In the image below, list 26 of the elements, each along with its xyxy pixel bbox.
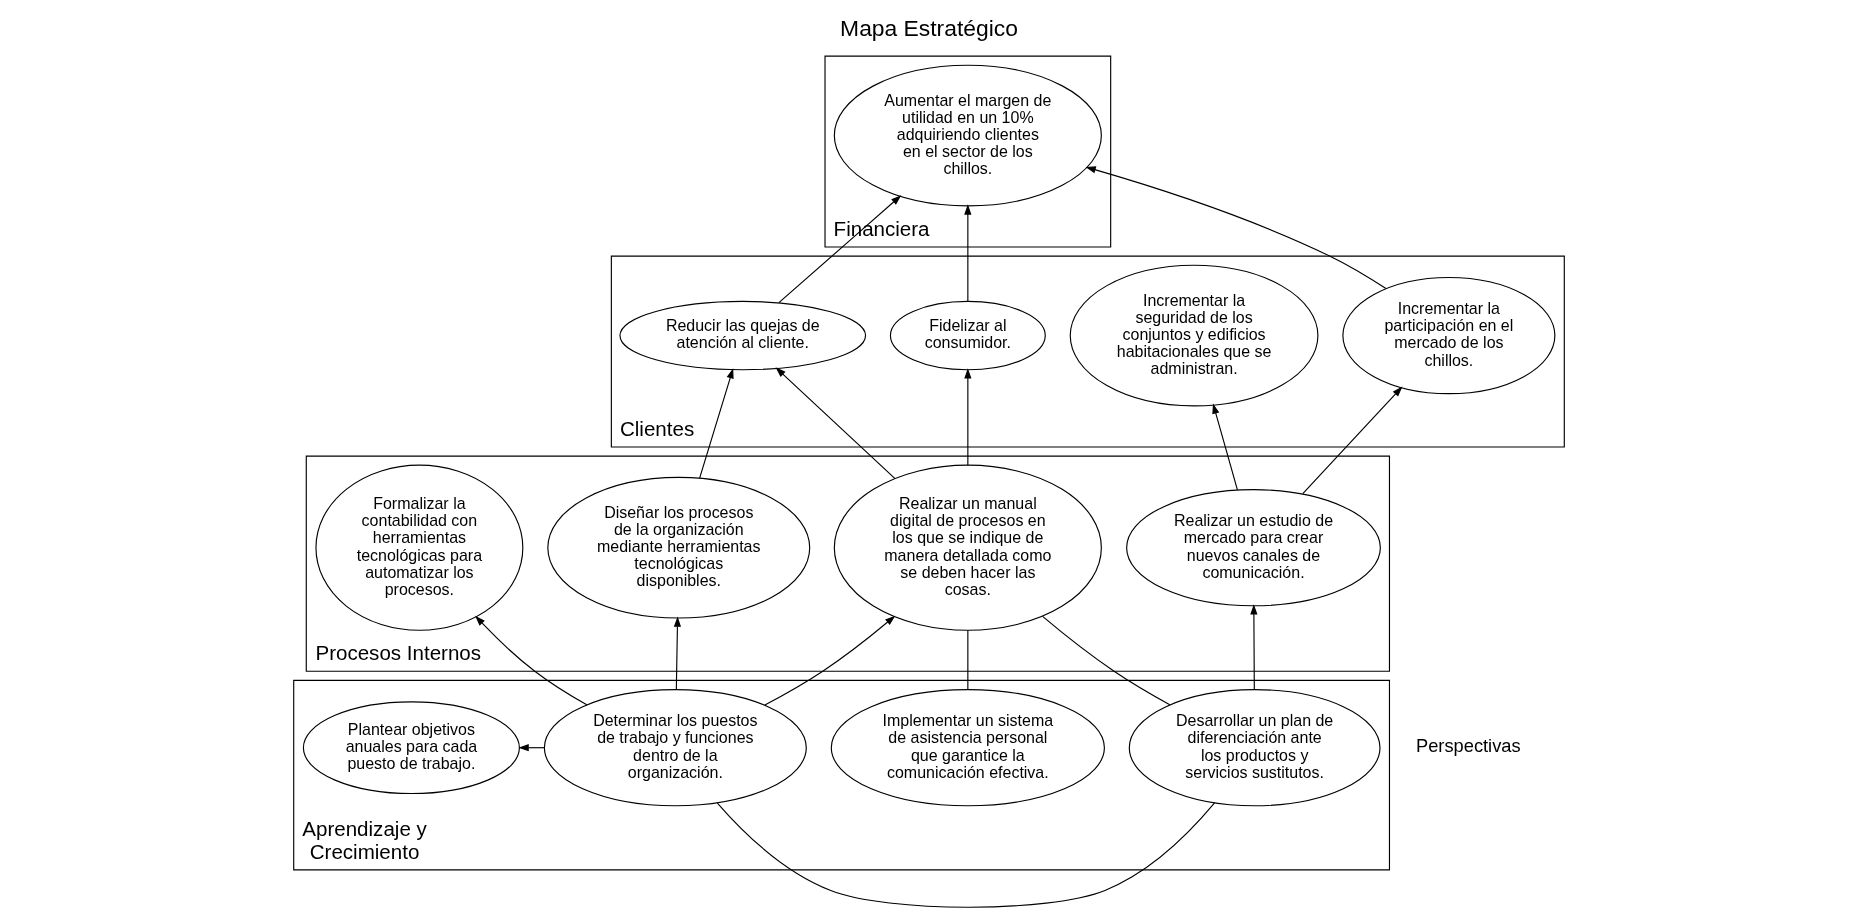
node-ellipse: Determinar los puestos de trabajo y funciones dentro de la organización.	[543, 689, 807, 807]
arrow	[1301, 386, 1402, 495]
arrow	[963, 368, 971, 466]
arrow	[1085, 166, 1387, 290]
arrow	[474, 615, 587, 706]
arrow	[775, 367, 895, 479]
node-ellipse: Desarrollar un plan de diferenciación ante los productos y servicios sustitutos.	[1128, 689, 1381, 807]
node-ellipse: Incrementar la seguridad de los conjuntos y edificios habitacionales que se administran.	[1069, 264, 1318, 407]
node-ellipse: Implementar un sistema de asistencia personal que garantice la comunicación efectiva.	[830, 689, 1105, 807]
arrow	[777, 195, 901, 304]
arrow	[1211, 403, 1238, 491]
arrow	[1249, 604, 1257, 690]
node-ellipse: Reducir las quejas de atención al cliente.	[618, 300, 866, 371]
node-ellipse: Formalizar la contabilidad con herramientas tecnológicas para automatizar los procesos.	[314, 464, 523, 631]
label: Perspectivas	[1415, 735, 1521, 757]
node-ellipse: Realizar un manual digital de procesos en los que se indique de manera detallada como se deben hacer las cosas.	[833, 464, 1102, 631]
diagram-title: Mapa Estratégico	[839, 14, 1018, 41]
node-ellipse: Fidelizar al consumidor.	[889, 300, 1046, 371]
arrow	[963, 204, 971, 302]
connector	[966, 629, 968, 690]
connector	[716, 802, 1215, 908]
arrow	[673, 616, 681, 690]
node-ellipse: Diseñar los procesos de la organización mediante herramientas tecnológicas disponibles.	[546, 476, 810, 619]
connector	[1041, 615, 1170, 706]
node-ellipse: Realizar un estudio de mercado para crear nuevos canales de comunicación.	[1125, 489, 1381, 607]
node-ellipse: Plantear objetivos anuales para cada puesto de trabajo.	[302, 701, 520, 795]
